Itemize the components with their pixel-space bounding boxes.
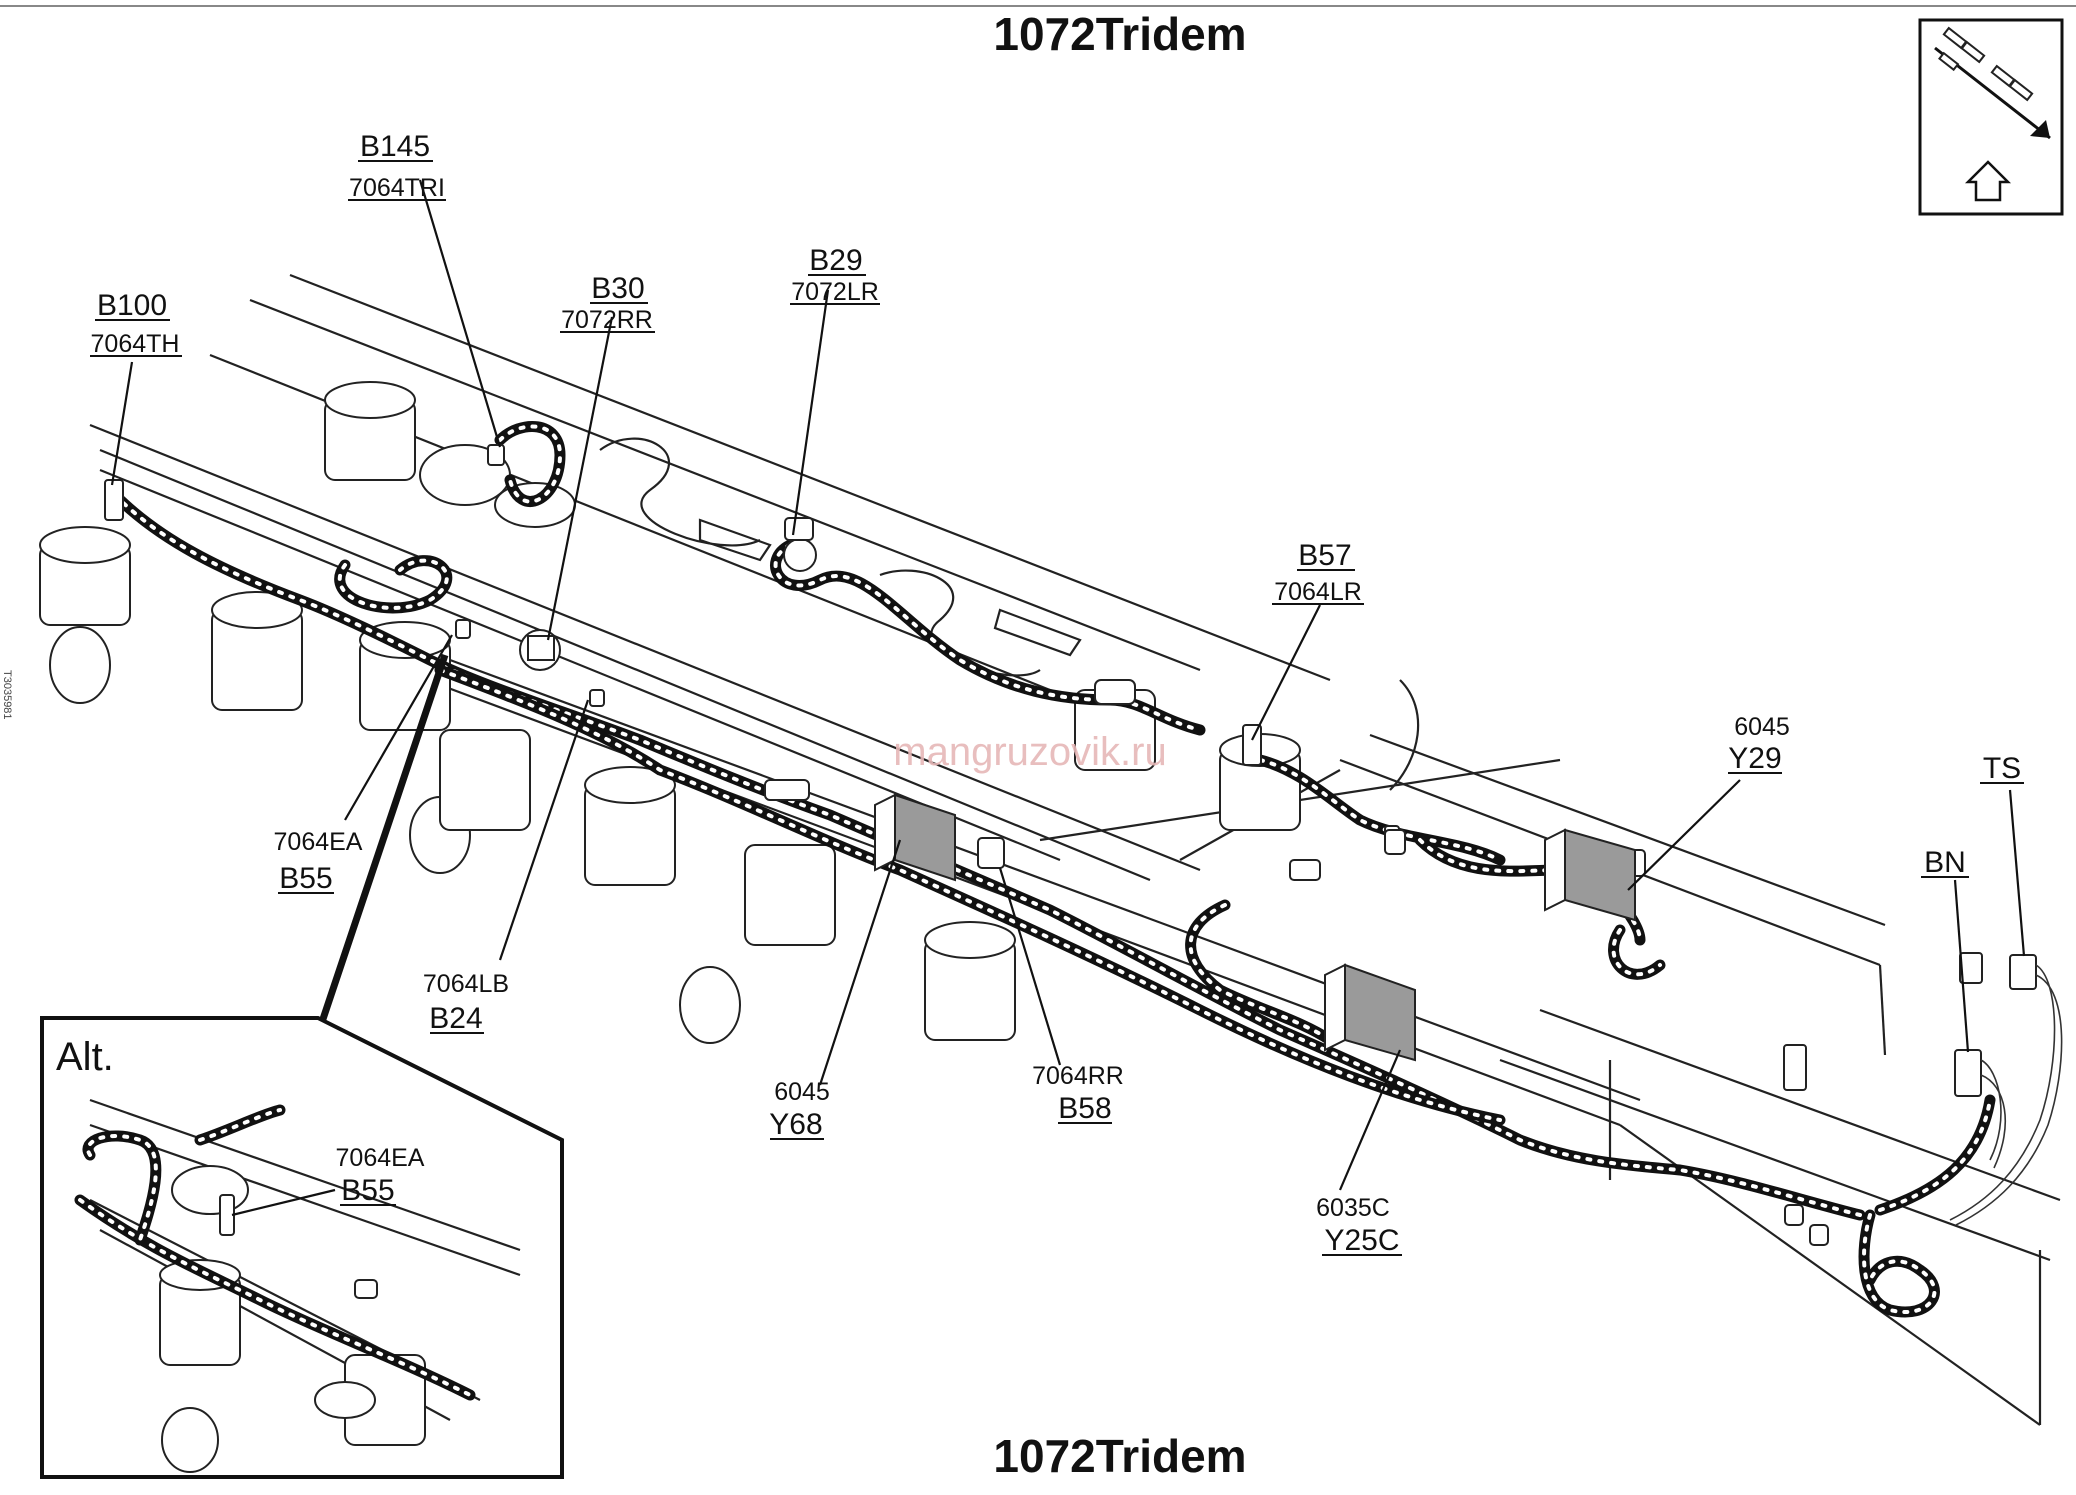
truck-orientation-arrow-icon <box>1918 18 2064 216</box>
valve-module-y25c <box>1324 963 1416 1062</box>
alt-callout-code: 7064EA <box>336 1144 425 1172</box>
callout-y68-name: Y68 <box>769 1108 822 1141</box>
alt-callout-name: B55 <box>341 1174 394 1207</box>
callout-ts-name: TS <box>1983 752 2021 785</box>
callout-b24: 7064LB B24 <box>423 970 509 1035</box>
callout-b55-name: B55 <box>279 862 332 895</box>
callout-y68-code: 6045 <box>774 1078 830 1106</box>
callout-b29-name: B29 <box>809 244 862 277</box>
callout-y29-code: 6045 <box>1734 713 1790 741</box>
callout-b57-name: B57 <box>1298 539 1351 572</box>
callout-ts: TS <box>1980 752 2024 785</box>
callout-y25c: 6035C Y25C <box>1316 1194 1402 1257</box>
callout-b30-name: B30 <box>591 272 644 305</box>
callout-y25c-code: 6035C <box>1316 1194 1390 1222</box>
callout-b145-name: B145 <box>360 130 430 163</box>
watermark: mangruzovik.ru <box>893 730 1166 774</box>
callout-y25c-name: Y25C <box>1324 1224 1399 1257</box>
valve-module-y68 <box>874 793 956 882</box>
callout-b100: B100 7064TH <box>90 289 182 358</box>
callout-b145: B145 7064TRI <box>348 130 446 202</box>
callout-b100-code: 7064TH <box>91 330 180 358</box>
callout-b30: B30 7072RR <box>560 272 655 334</box>
callout-b30-code: 7072RR <box>561 306 653 334</box>
diagram-title-top: 1072Tridem <box>993 8 1246 60</box>
callout-b29: B29 7072LR <box>790 244 880 306</box>
callout-b55: 7064EA B55 <box>274 828 363 895</box>
callout-b55-code: 7064EA <box>274 828 363 856</box>
callout-bn-name: BN <box>1924 846 1966 879</box>
wiring-harness <box>109 421 1996 1318</box>
valve-module-y29 <box>1544 828 1636 922</box>
callout-b100-name: B100 <box>97 289 167 322</box>
callout-b29-code: 7072LR <box>791 278 879 306</box>
callout-b145-code: 7064TRI <box>349 174 445 202</box>
side-code: T3035981 <box>1 670 13 720</box>
callout-y68: 6045 Y68 <box>769 1078 830 1141</box>
callout-b57-code: 7064LR <box>1274 578 1362 606</box>
callout-b24-code: 7064LB <box>423 970 509 998</box>
callout-b24-name: B24 <box>429 1002 482 1035</box>
callout-b58-code: 7064RR <box>1032 1062 1124 1090</box>
callout-b57: B57 7064LR <box>1272 539 1364 606</box>
callout-y29-name: Y29 <box>1728 742 1781 775</box>
alt-label: Alt. <box>56 1035 114 1079</box>
callout-b58-name: B58 <box>1058 1092 1111 1125</box>
connector-bn <box>1954 1049 2007 1169</box>
callout-bn: BN <box>1921 846 1969 879</box>
leader-lines <box>110 179 2026 1191</box>
alt-inset: Alt. 7064EA B55 <box>40 1016 564 1479</box>
callout-y29: 6045 Y29 <box>1728 713 1790 775</box>
callout-b58: 7064RR B58 <box>1032 1062 1124 1125</box>
components <box>104 444 1983 1246</box>
diagram-title-bottom: 1072Tridem <box>993 1430 1246 1482</box>
